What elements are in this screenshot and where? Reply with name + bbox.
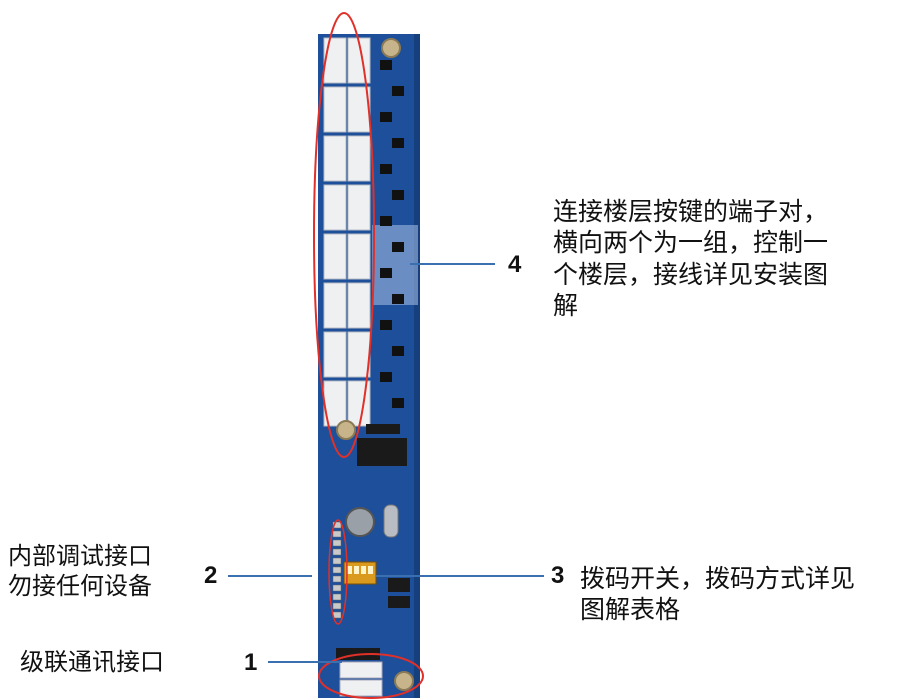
pcb-edge-shadow [414,34,420,698]
callout-number-1: 1 [244,649,258,676]
header-pin [332,575,342,583]
callout-number-2: 2 [204,562,218,589]
highlight-circle-cascade [318,653,424,699]
component-strip [380,60,404,408]
debug-header-pins [332,521,342,619]
smd-component [380,268,392,278]
smd-component [380,112,392,122]
smd-component [380,216,392,226]
dip-switch-key [361,566,366,574]
smd-component [392,398,404,408]
dip-switch-key [347,566,352,574]
terminal-block-left [323,135,347,182]
highlight-circle-terminals [313,12,375,458]
terminal-block-left [323,37,347,84]
ic-chip-large [357,438,407,466]
smd-component [380,164,392,174]
cascade-connector-bottom [339,679,383,697]
smd-component [380,60,392,70]
cascade-connector-top [339,661,383,679]
mounting-screw-mid [336,420,356,440]
header-pin [332,584,342,592]
callout-label-2: 内部调试接口 勿接任何设备 [8,542,152,600]
terminal-block-right [347,233,371,280]
smd-component [392,190,404,200]
mounting-screw-bottom [394,671,414,691]
smd-component [392,294,404,304]
crystal-oscillator [383,504,399,538]
callout-label-3: 拨码开关，拨码方式详见 图解表格 [580,564,856,625]
terminal-block-right [347,331,371,378]
smd-component [380,372,392,382]
header-pin [332,539,342,547]
terminal-column-left [323,37,347,427]
highlight-circle-debug [328,519,348,625]
terminal-block-left [323,184,347,231]
header-pin [332,566,342,574]
header-pin [332,530,342,538]
terminal-block-left [323,282,347,329]
smd-component [392,346,404,356]
terminal-block-left [323,233,347,280]
terminal-block-right [347,86,371,133]
ic-chip-lower [388,578,410,592]
dip-switch-key [368,566,373,574]
header-pin [332,548,342,556]
smd-component [380,320,392,330]
header-pin [332,521,342,529]
callout-number-3: 3 [551,562,565,589]
callout-label-1: 级联通讯接口 [20,648,164,676]
ic-chip-small [366,424,400,434]
callout-number-4: 4 [508,251,522,278]
terminal-block-right [347,135,371,182]
header-pin [332,557,342,565]
smd-component [392,242,404,252]
ic-chip-lower-2 [388,596,410,608]
terminal-block-left [323,86,347,133]
terminal-column-right [347,37,371,427]
header-pin [332,593,342,601]
terminal-block-right [347,282,371,329]
mounting-screw-top [381,38,401,58]
buzzer [345,507,375,537]
terminal-block-left [323,331,347,378]
callout-label-4: 连接楼层按键的端子对， 横向两个为一组，控制一 个楼层，接线详见安装图 解 [553,197,829,320]
smd-component [392,86,404,96]
smd-component [392,138,404,148]
header-pin [332,602,342,610]
dip-switch-key [354,566,359,574]
dip-switch-keys [347,566,373,574]
terminal-block-right [347,184,371,231]
